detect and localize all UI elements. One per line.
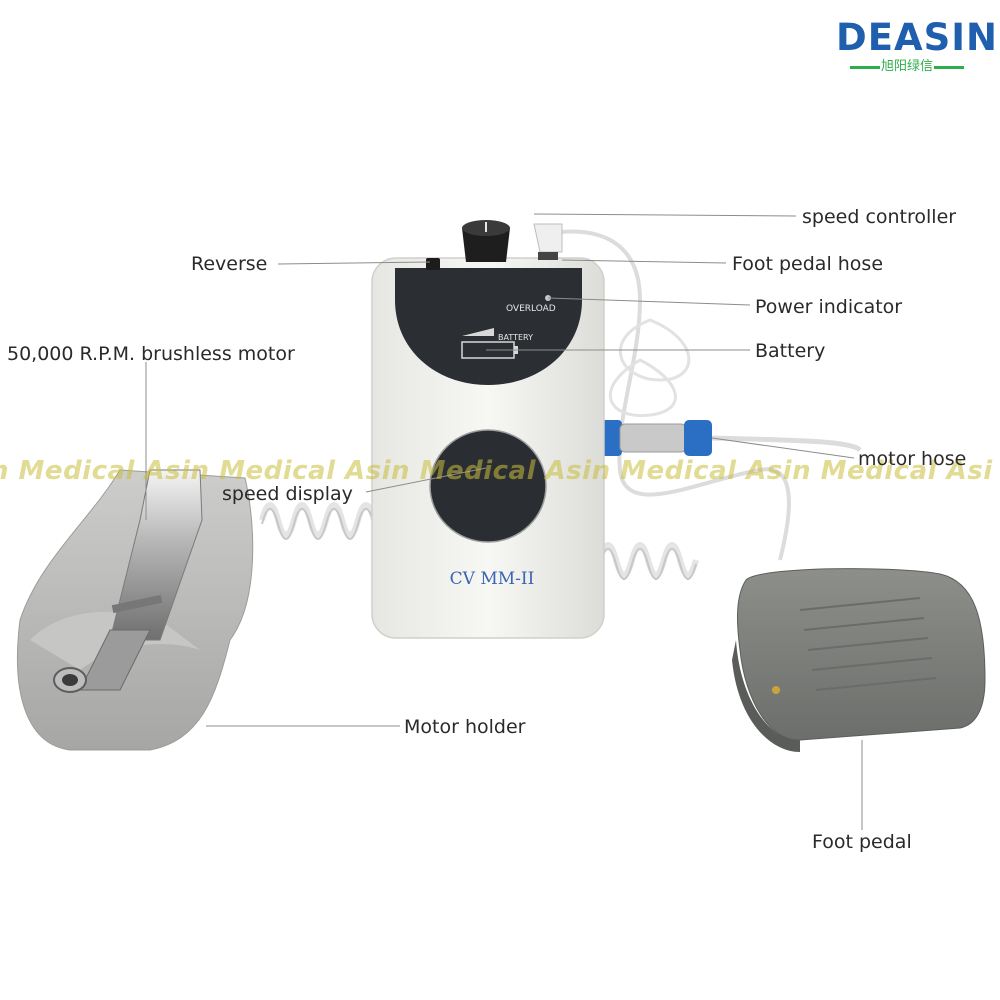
pedal-hose-port	[772, 686, 780, 694]
foot-pedal-base	[732, 640, 800, 752]
battery-panel-label: BATTERY	[498, 333, 533, 342]
callout-power-indicator: Power indicator	[755, 296, 903, 318]
coiled-cord-shadow	[261, 508, 697, 580]
callout-reverse: Reverse	[191, 253, 268, 275]
model-label: CV MM-II	[450, 569, 535, 589]
callout-motor-holder: Motor holder	[404, 716, 526, 738]
brand-line-left	[850, 66, 880, 69]
leader-lines	[145, 213, 863, 830]
hose-loop-2	[608, 358, 677, 418]
foot-pedal-hose-cable	[559, 229, 791, 561]
foot-pedal[interactable]	[737, 568, 986, 741]
foot-pedal-hose-plug	[533, 223, 563, 253]
brand-subtitle-row: 旭阳绿信	[836, 58, 978, 76]
speed-display-window	[429, 429, 547, 543]
blue-connector-right	[684, 420, 712, 456]
coiled-cord	[259, 502, 699, 578]
overload-label: OVERLOAD	[506, 304, 556, 314]
brand-logo: DEASIN 旭阳绿信	[836, 16, 999, 76]
brand-line-right	[934, 66, 964, 69]
speed-controller-knob[interactable]	[462, 228, 510, 262]
callout-foot-pedal-hose: Foot pedal hose	[732, 253, 884, 275]
battery-level-wedge	[462, 328, 494, 336]
callout-battery: Battery	[755, 340, 826, 362]
top-control-panel	[395, 268, 582, 385]
motor-hose-connector	[619, 423, 687, 453]
watermark-strip: n Medical Asin Medical Asin Medical Asin…	[0, 456, 993, 486]
hose-loop	[618, 318, 691, 382]
callout-motor-hose: motor hose	[858, 448, 967, 470]
plug-socket	[538, 252, 558, 260]
brushless-motor-handpiece	[53, 469, 203, 693]
brand-name: DEASIN	[836, 16, 999, 59]
callout-speed-controller: speed controller	[802, 206, 957, 228]
callout-brushless-motor: 50,000 R.P.M. brushless motor	[7, 343, 295, 365]
motor-hose-cable	[711, 435, 862, 453]
callout-speed-display: speed display	[222, 483, 353, 505]
blue-connector-left	[600, 420, 622, 456]
callout-foot-pedal: Foot pedal	[812, 831, 912, 853]
reverse-switch[interactable]	[426, 258, 440, 270]
pedal-ridges	[799, 597, 937, 691]
brand-subtitle: 旭阳绿信	[880, 59, 933, 74]
